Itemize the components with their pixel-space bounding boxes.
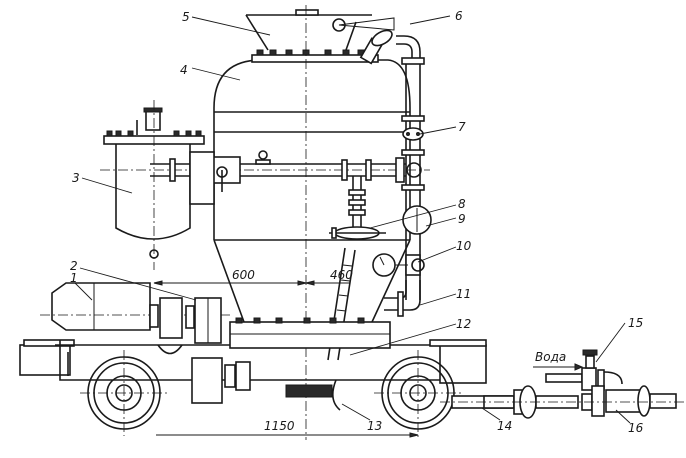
dimension-1150: 1150 [264,419,295,433]
water-arrow-head [574,363,584,371]
label-10: 10 [456,239,472,253]
rear-wheel [374,350,462,440]
moisture-separator [103,100,215,270]
label-16: 16 [628,421,644,435]
label-15: 15 [628,316,643,330]
label-7: 7 [458,120,466,134]
dimension-lines [153,280,419,438]
leader-lines [74,15,631,424]
loading-hopper [245,9,395,51]
label-2: 2 [70,259,78,273]
separator-bolts [106,130,202,137]
drive-gearbox [191,357,251,404]
label-5: 5 [182,10,190,24]
pressure-gauge [372,253,408,277]
water-label: Вода [535,350,566,364]
label-14: 14 [497,419,512,433]
reducer [194,297,222,344]
dimension-460: 460 [330,268,353,282]
horizontal-air-pipe [100,150,430,240]
label-1: 1 [70,271,78,285]
electric-motor [40,282,230,339]
front-wheel [80,350,168,436]
label-6: 6 [455,9,463,23]
flange-bolts [256,49,365,56]
label-3: 3 [72,171,80,185]
label-8: 8 [458,197,466,211]
mixing-chamber [440,385,684,417]
label-9: 9 [458,212,466,226]
feeder-chain [285,379,341,411]
frame-bolts [235,317,365,324]
label-4: 4 [180,63,188,77]
air-pipeline [384,57,432,317]
label-11: 11 [456,287,471,301]
label-13: 13 [367,419,382,433]
pressure-vessel [213,49,411,323]
label-12: 12 [456,317,471,331]
air-inlet-valve [359,29,421,65]
dimension-600: 600 [232,268,255,282]
chassis-frame [19,317,487,384]
